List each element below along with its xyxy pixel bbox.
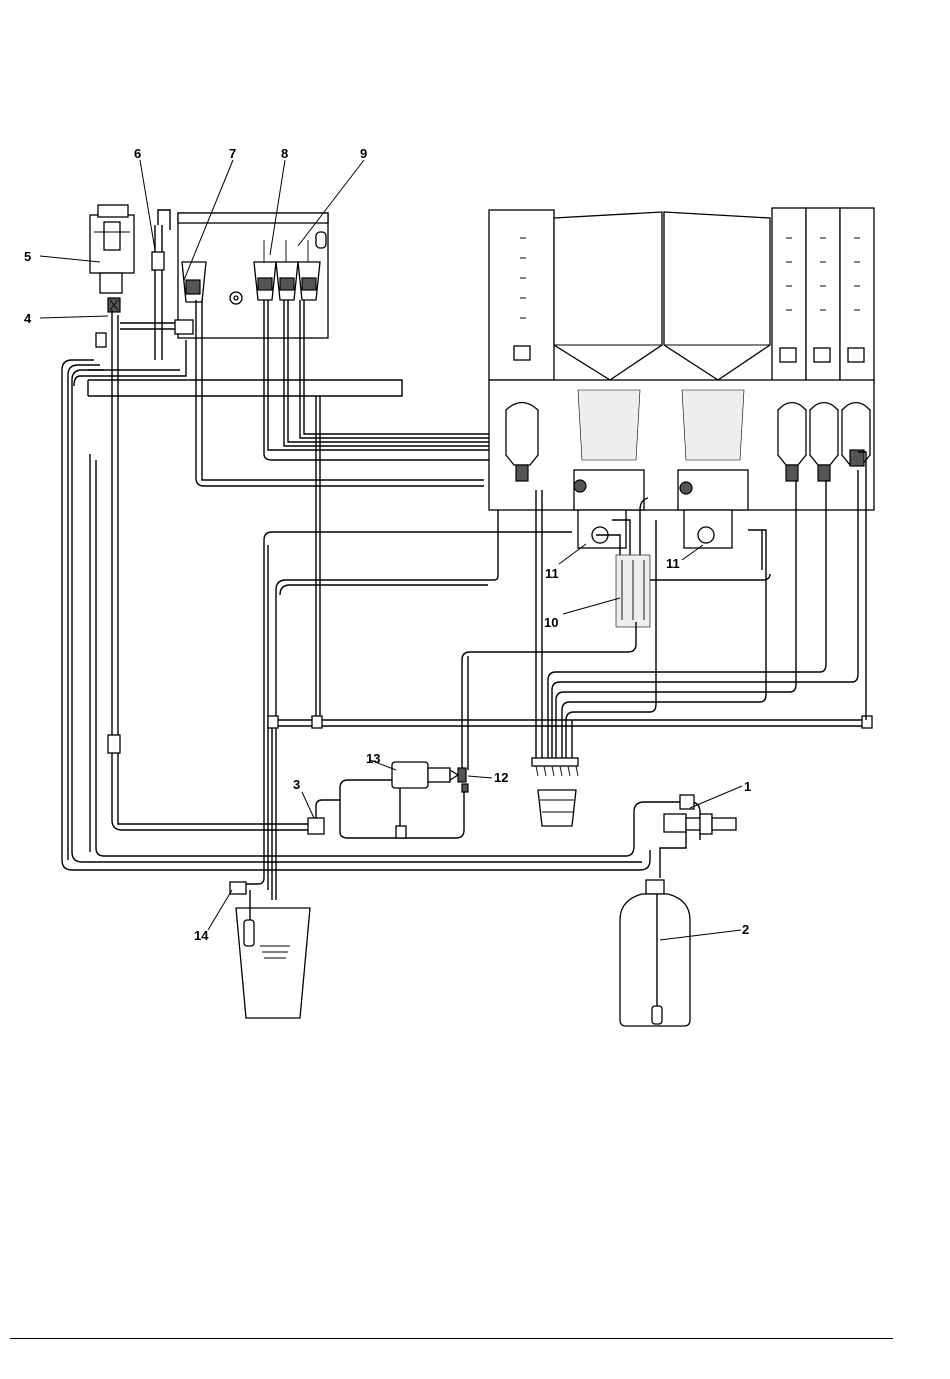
callout-3: 3 bbox=[293, 777, 300, 792]
callout-6: 6 bbox=[134, 146, 141, 161]
callout-2: 2 bbox=[742, 922, 749, 937]
canister-cabinet bbox=[489, 208, 874, 510]
callout-13: 13 bbox=[366, 751, 380, 766]
callout-11-right: 11 bbox=[666, 556, 680, 571]
footer-rule bbox=[10, 1338, 893, 1339]
callout-11-left: 11 bbox=[545, 566, 559, 581]
pump-13 bbox=[340, 762, 468, 838]
drip-bucket bbox=[230, 882, 310, 1018]
inline-filter bbox=[108, 735, 120, 753]
callout-9: 9 bbox=[360, 146, 367, 161]
callout-4: 4 bbox=[24, 311, 32, 326]
callout-12: 12 bbox=[494, 770, 508, 785]
valve-manifold bbox=[616, 555, 650, 627]
mixing-bowl-panel bbox=[178, 213, 328, 338]
inlet-valve-1 bbox=[660, 795, 736, 878]
component-3 bbox=[308, 800, 340, 834]
cup bbox=[538, 790, 576, 826]
callout-14: 14 bbox=[194, 928, 209, 943]
callout-7: 7 bbox=[229, 146, 236, 161]
component-6 bbox=[152, 210, 170, 360]
callout-8: 8 bbox=[281, 146, 288, 161]
callout-1: 1 bbox=[744, 779, 751, 794]
water-bottle bbox=[620, 880, 690, 1026]
shelf-plate bbox=[88, 380, 402, 396]
callout-10: 10 bbox=[544, 615, 558, 630]
dispense-spouts bbox=[532, 758, 578, 776]
callout-5: 5 bbox=[24, 249, 31, 264]
